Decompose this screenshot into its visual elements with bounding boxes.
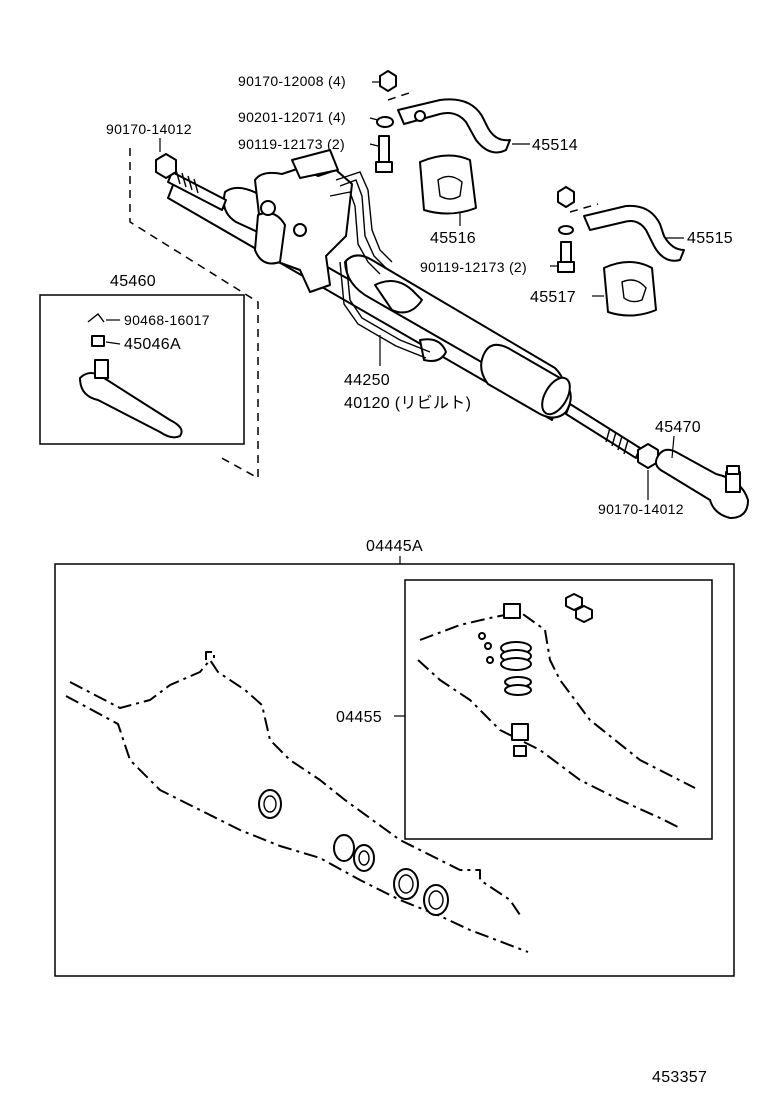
right-lock-nut [637, 443, 659, 469]
label-valve-kit: 04455 [336, 709, 382, 726]
valve-kit-box [404, 579, 713, 840]
label-nut-left: 90170-14012 [106, 121, 192, 137]
label-bushing-45517: 45517 [530, 289, 576, 306]
phantom-rack-outline [65, 651, 529, 953]
label-tie-rod-end-right: 45470 [655, 419, 701, 436]
left-lock-nut [155, 153, 177, 179]
label-gasket-kit: 04445A [366, 538, 423, 555]
label-bushing-45516: 45516 [430, 230, 476, 247]
bushing-45517 [603, 261, 657, 317]
right-bolt [557, 225, 575, 273]
figure-number: 453357 [652, 1069, 707, 1086]
bushing-45516 [419, 154, 477, 215]
valve-housing [254, 149, 353, 293]
clamp-bracket-45514 [397, 98, 511, 154]
label-rack-assembly: 40120 (リビルト) [344, 394, 471, 412]
inner-tie-rods [167, 169, 641, 459]
label-bolt-top: 90119-12173 (2) [238, 136, 345, 152]
leader-lines [105, 81, 684, 500]
label-tie-rod-end-group: 45460 [110, 273, 156, 290]
label-bracket-45515: 45515 [687, 230, 733, 247]
label-nut-top: 90170-12008 (4) [238, 73, 346, 89]
valve-phantom-outline [417, 611, 696, 829]
valve-kit-parts [478, 593, 593, 757]
label-nut-right: 90170-14012 [598, 501, 684, 517]
clamp-bracket-45515 [557, 186, 685, 262]
right-tie-rod-end [655, 448, 749, 519]
label-bracket-45514: 45514 [532, 137, 578, 154]
label-washer-top: 90201-12071 (4) [238, 109, 346, 125]
gasket-kit-box [54, 563, 735, 977]
label-cotter-pin: 90468-16017 [124, 312, 210, 328]
projection-lines [129, 91, 599, 480]
label-bolt-right: 90119-12173 (2) [420, 259, 527, 275]
hydraulic-pipes [329, 171, 431, 359]
upper-fasteners [375, 70, 397, 173]
left-tie-rod-end-box [39, 294, 245, 445]
kit-seals [258, 789, 449, 916]
label-pipe: 44250 [344, 372, 390, 389]
label-castle-nut: 45046A [124, 336, 181, 353]
